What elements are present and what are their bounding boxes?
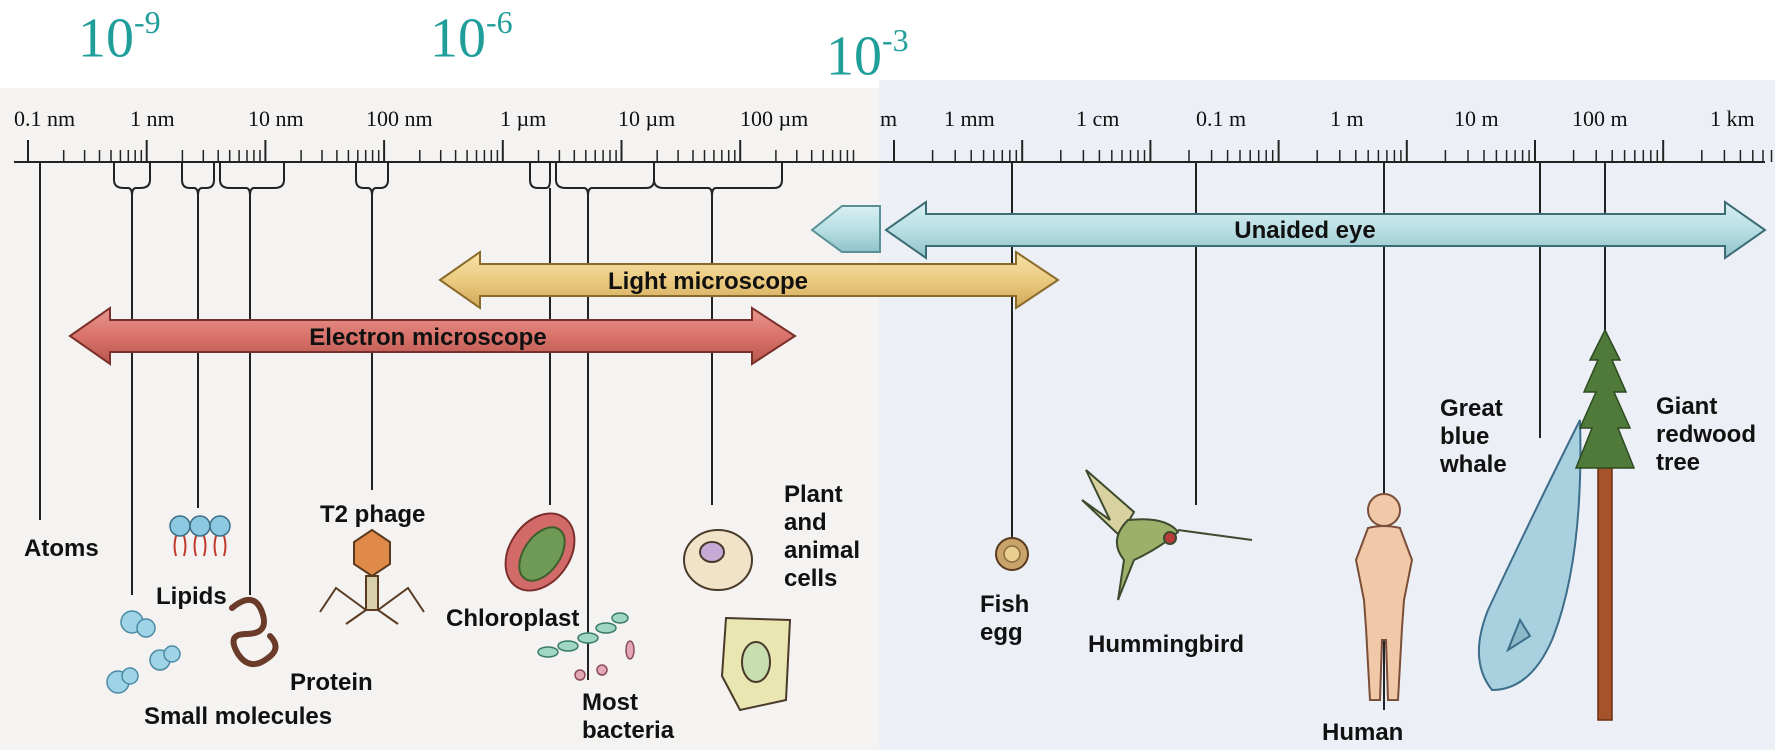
- fish-egg-illustration: [996, 538, 1028, 570]
- label-small-molecules: Small molecules: [144, 703, 332, 730]
- scale-label: 100 µm: [740, 106, 808, 131]
- label-atoms: Atoms: [24, 535, 99, 562]
- label-hummingbird: Hummingbird: [1088, 631, 1244, 658]
- label-cells-line2: and: [784, 509, 827, 536]
- label-cells-line4: cells: [784, 565, 837, 592]
- bacterium: [596, 623, 616, 633]
- label-bacteria-line1: Most: [582, 689, 638, 716]
- label-whale-line1: Great: [1440, 395, 1503, 422]
- hummingbird-throat: [1164, 532, 1176, 544]
- label-chloroplast: Chloroplast: [446, 605, 579, 632]
- label-lipids: Lipids: [156, 583, 227, 610]
- fish-egg-yolk: [1004, 546, 1020, 562]
- label-fish-egg-line2: egg: [980, 619, 1023, 646]
- bacterium: [538, 647, 558, 657]
- scale-label: 1 cm: [1076, 106, 1119, 131]
- scale-label: 10 µm: [618, 106, 675, 131]
- right-panel: [879, 80, 1775, 750]
- bacterium: [612, 613, 628, 623]
- label-protein: Protein: [290, 669, 373, 696]
- label-redwood-line2: redwood: [1656, 421, 1756, 448]
- label-cells-line3: animal: [784, 537, 860, 564]
- unaided-eye-label: Unaided eye: [1234, 217, 1375, 244]
- bacterium: [597, 665, 607, 675]
- scale-label: 0.1 nm: [14, 106, 75, 131]
- lipid-head: [210, 516, 230, 536]
- label-whale-line2: blue: [1440, 423, 1489, 450]
- bacterium: [626, 641, 634, 659]
- phage-tail: [366, 576, 378, 610]
- lipid-head: [190, 516, 210, 536]
- scale-label: 100 nm: [366, 106, 433, 131]
- scale-label: 0.1 m: [1196, 106, 1246, 131]
- electron-microscope-label: Electron microscope: [309, 324, 546, 351]
- plant-vacuole: [742, 642, 770, 682]
- scale-label: m: [880, 106, 897, 131]
- scale-label: 1 m: [1330, 106, 1364, 131]
- human-head: [1368, 494, 1400, 526]
- lipid-head: [170, 516, 190, 536]
- cell-nucleus: [700, 542, 724, 562]
- label-redwood-line3: tree: [1656, 449, 1700, 476]
- molecule: [122, 668, 138, 684]
- scale-label: 1 µm: [500, 106, 546, 131]
- scale-label: 1 nm: [130, 106, 175, 131]
- scale-label: 100 m: [1572, 106, 1628, 131]
- label-bacteria-line2: bacteria: [582, 717, 675, 744]
- label-fish-egg-line1: Fish: [980, 591, 1029, 618]
- label-cells-line1: Plant: [784, 481, 843, 508]
- scale-label: 1 km: [1710, 106, 1755, 131]
- label-human: Human: [1322, 719, 1403, 746]
- light-microscope-label: Light microscope: [608, 268, 808, 295]
- label-t2-phage: T2 phage: [320, 501, 425, 528]
- molecule: [137, 619, 155, 637]
- bacterium: [578, 633, 598, 643]
- molecule: [164, 646, 180, 662]
- bacterium: [558, 641, 578, 651]
- label-redwood-line1: Giant: [1656, 393, 1717, 420]
- scale-label: 10 nm: [248, 106, 304, 131]
- scale-label: 10 m: [1454, 106, 1499, 131]
- bacterium: [575, 670, 585, 680]
- scale-label: 1 mm: [944, 106, 995, 131]
- label-whale-line3: whale: [1439, 451, 1507, 478]
